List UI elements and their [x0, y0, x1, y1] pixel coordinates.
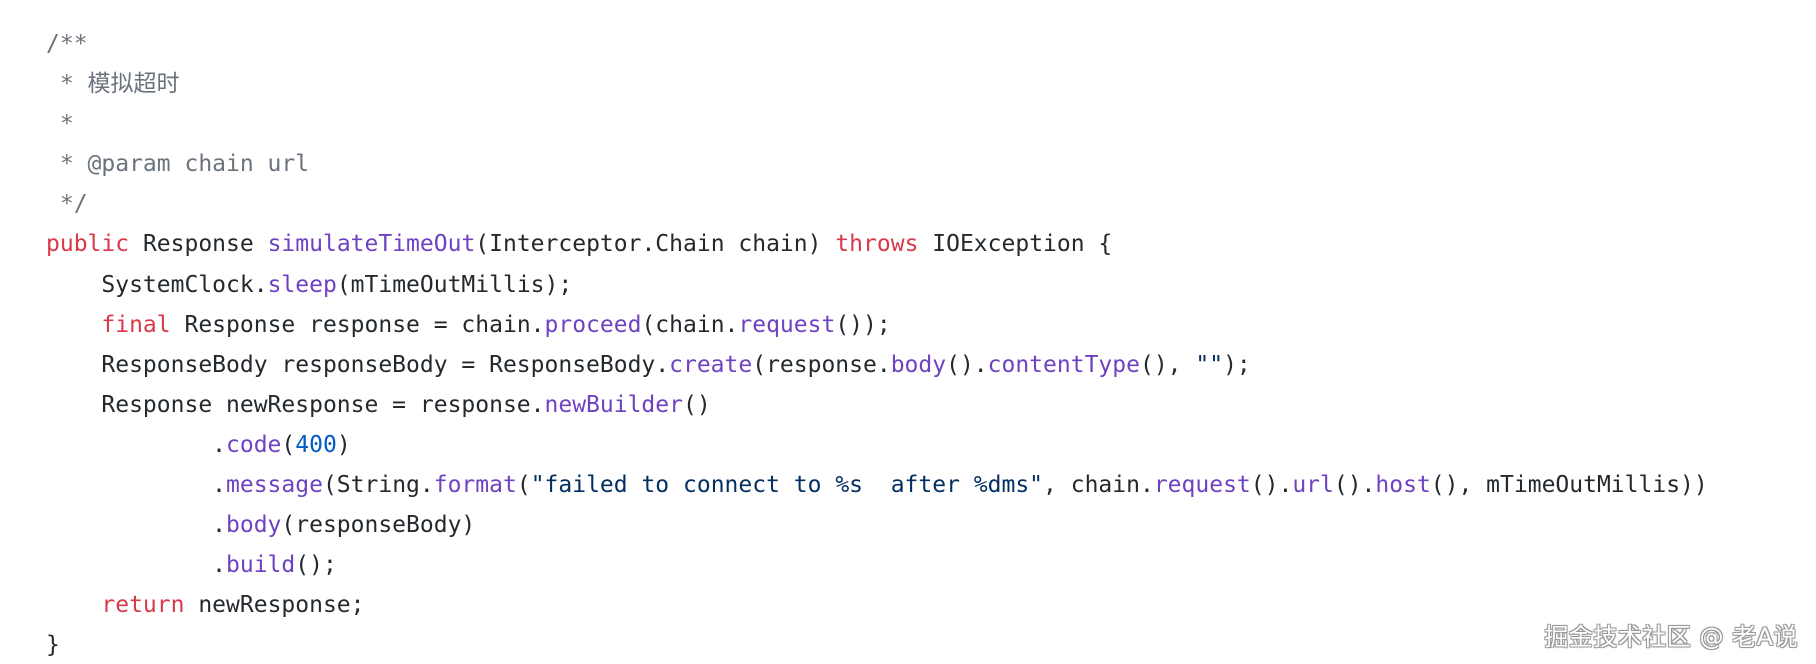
- code-token: sleep: [267, 271, 337, 298]
- code-token: (): [682, 391, 711, 418]
- code-token: .: [46, 552, 227, 579]
- code-token: request: [1153, 472, 1251, 499]
- code-token: );: [1223, 351, 1251, 378]
- code-token: ().: [1333, 472, 1376, 499]
- code-token: "": [1195, 351, 1224, 378]
- code-token: 400: [295, 431, 337, 458]
- code-line: .body(responseBody): [46, 505, 1708, 545]
- code-token: (response.: [752, 351, 891, 378]
- code-token: (mTimeOutMillis);: [336, 271, 573, 298]
- code-token: final: [101, 311, 171, 338]
- code-token: SystemClock.: [46, 271, 268, 298]
- code-line: return newResponse;: [46, 585, 1708, 625]
- code-token: /**: [46, 31, 88, 57]
- code-token: }: [46, 632, 60, 659]
- code-token: simulateTimeOut: [267, 231, 476, 258]
- code-token: newResponse;: [184, 592, 365, 619]
- code-token: code: [226, 431, 282, 458]
- code-token: .: [46, 512, 227, 539]
- code-token: (: [516, 472, 531, 499]
- code-token: */: [46, 191, 88, 218]
- code-token: body: [890, 351, 947, 378]
- code-token: newBuilder: [544, 391, 683, 418]
- code-line: public Response simulateTimeOut(Intercep…: [46, 224, 1708, 264]
- code-token: create: [669, 351, 753, 378]
- code-token: body: [226, 512, 282, 539]
- code-token: throws: [835, 231, 919, 258]
- code-token: (chain.: [641, 311, 739, 338]
- code-token: Response newResponse = response.: [46, 391, 545, 418]
- code-token: (String.: [322, 472, 434, 499]
- code-token: request: [738, 311, 836, 338]
- code-token: public: [46, 231, 130, 258]
- code-token: * 模拟超时: [46, 71, 180, 98]
- code-token: ): [336, 431, 351, 458]
- code-token: return: [101, 592, 185, 619]
- code-token: "failed to connect to %s after %dms": [530, 472, 1044, 499]
- code-line: *: [46, 104, 1708, 144]
- code-token: proceed: [544, 311, 642, 338]
- code-line: * @param chain url: [46, 144, 1708, 184]
- code-line: /**: [46, 24, 1708, 64]
- code-token: ();: [295, 552, 337, 579]
- code-token: build: [226, 552, 296, 579]
- code-token: host: [1375, 472, 1431, 499]
- code-token: ResponseBody responseBody = ResponseBody…: [46, 351, 670, 378]
- code-token: .: [46, 431, 227, 458]
- code-token: (),: [1139, 351, 1196, 378]
- code-token: (responseBody): [281, 512, 476, 539]
- code-token: url: [1292, 472, 1334, 499]
- code-block: /** * 模拟超时 * * @param chain url */ public…: [46, 24, 1708, 664]
- code-token: ().: [946, 351, 988, 378]
- code-token: IOException {: [918, 231, 1113, 258]
- code-token: [46, 312, 101, 338]
- code-line: final Response response = chain.proceed(…: [46, 305, 1708, 345]
- code-line: .message(String.format("failed to connec…: [46, 465, 1708, 505]
- code-token: ());: [835, 311, 891, 338]
- watermark: 掘金技术社区 @ 老A说: [1544, 623, 1798, 651]
- code-line: Response newResponse = response.newBuild…: [46, 385, 1708, 425]
- code-token: message: [226, 472, 323, 499]
- code-line: }: [46, 625, 1708, 664]
- code-token: contentType: [987, 351, 1140, 378]
- code-token: * @param chain url: [46, 151, 310, 178]
- code-token: Response response = chain.: [170, 311, 545, 338]
- code-line: SystemClock.sleep(mTimeOutMillis);: [46, 265, 1708, 305]
- code-line: ResponseBody responseBody = ResponseBody…: [46, 345, 1708, 385]
- code-token: , chain.: [1043, 472, 1154, 499]
- code-token: [46, 592, 101, 618]
- code-token: (: [281, 431, 296, 458]
- code-line: .code(400): [46, 425, 1708, 465]
- code-token: (Interceptor.Chain chain): [475, 231, 836, 258]
- code-token: (), mTimeOutMillis)): [1430, 472, 1708, 499]
- code-token: *: [46, 111, 74, 138]
- code-token: ().: [1250, 472, 1293, 499]
- code-token: .: [46, 472, 227, 499]
- code-line: * 模拟超时: [46, 64, 1708, 104]
- code-line: .build();: [46, 545, 1708, 585]
- code-token: Response: [129, 231, 268, 258]
- code-line: */: [46, 184, 1708, 224]
- code-token: format: [433, 472, 517, 499]
